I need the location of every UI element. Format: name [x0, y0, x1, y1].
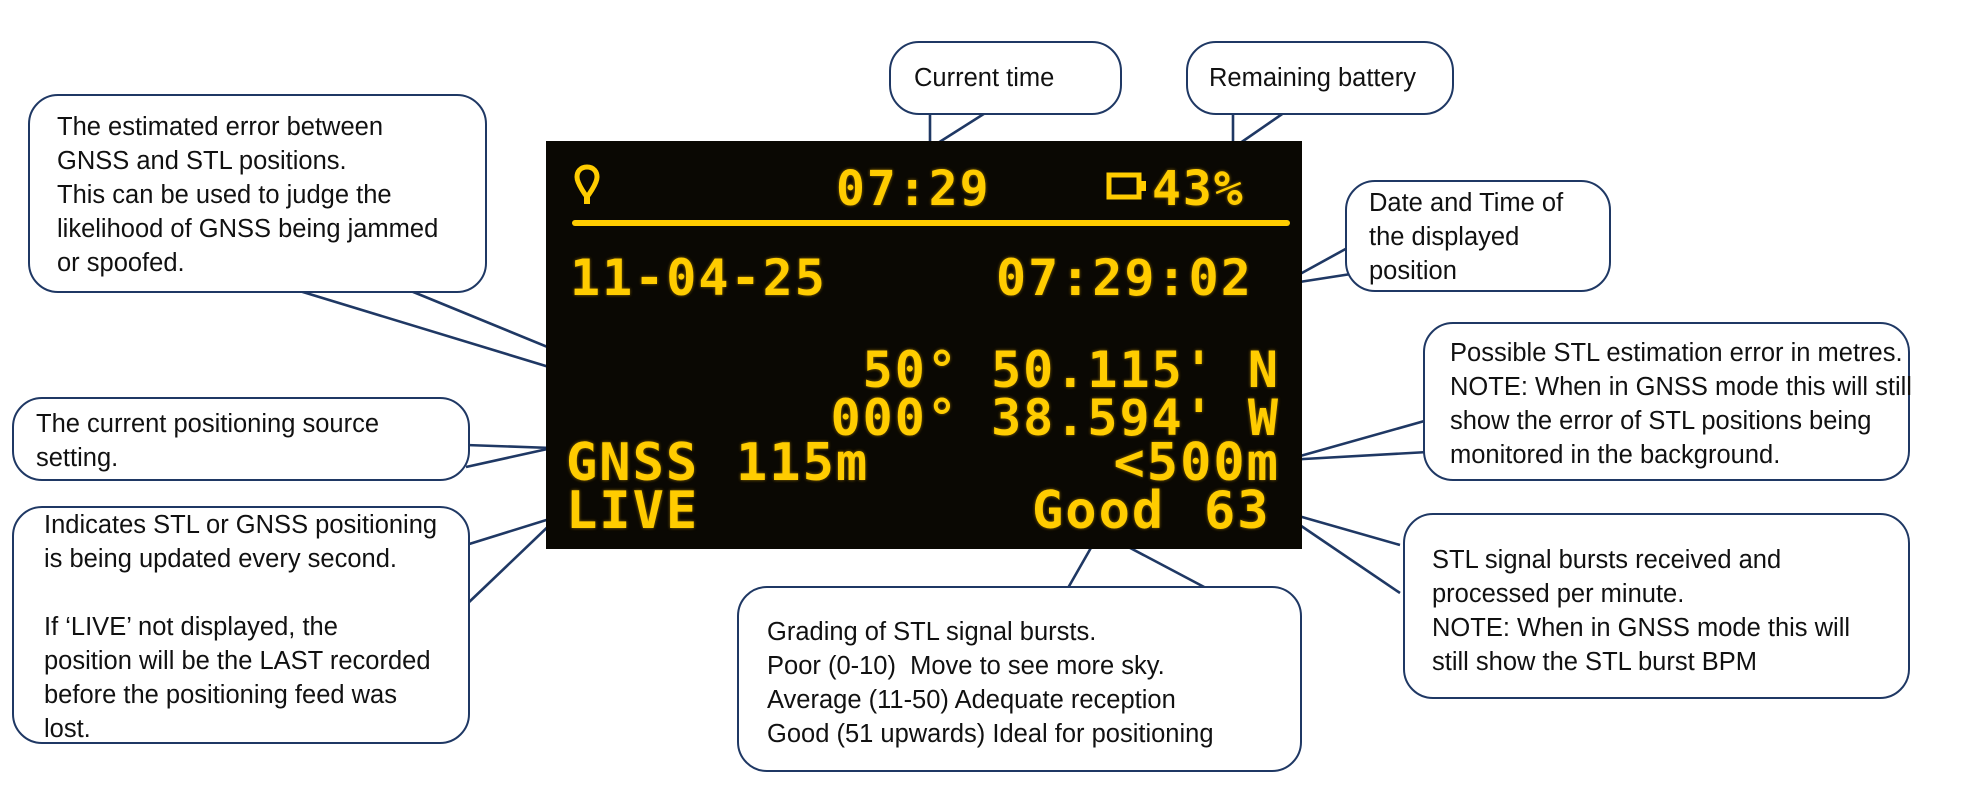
callout-line: STL signal bursts received and: [1432, 546, 1782, 574]
callout-grading: Grading of STL signal bursts. Poor (0-10…: [737, 586, 1302, 772]
positioning-source: GNSS: [566, 433, 700, 493]
callout-line: or spoofed.: [57, 249, 185, 277]
callout-current-time: Current time: [889, 41, 1122, 115]
leader-live-lower: [465, 518, 557, 606]
callout-line: NOTE: When in GNSS mode this will still: [1450, 373, 1912, 401]
leader-bursts-lower: [1287, 515, 1401, 595]
callout-date-time: Date and Time of the displayed position: [1345, 180, 1611, 292]
callout-line: Current time: [914, 64, 1055, 92]
callout-line: NOTE: When in GNSS mode this will: [1432, 614, 1851, 642]
battery-icon: [1106, 172, 1146, 200]
callout-line: Indicates STL or GNSS positioning: [44, 511, 438, 539]
callout-line: show the error of STL positions being: [1450, 407, 1872, 435]
callout-line: position will be the LAST recorded: [44, 647, 431, 675]
leader-stl-error: [1284, 418, 1429, 462]
callout-line: processed per minute.: [1432, 580, 1685, 608]
callout-line: GNSS and STL positions.: [57, 147, 347, 175]
signal-grade: Good: [1032, 481, 1166, 541]
device-display-screen: 07:29 43% 11-04-25 07:29:02 50° 50.115' …: [546, 141, 1302, 549]
position-time: 07:29:02: [996, 249, 1253, 307]
callout-line: before the positioning feed was: [44, 681, 397, 709]
callout-line: Remaining battery: [1209, 64, 1416, 92]
callout-line: setting.: [36, 444, 119, 472]
callout-line: This can be used to judge the: [57, 181, 392, 209]
callout-line: If ‘LIVE’ not displayed, the: [44, 613, 338, 641]
stl-error-estimate: <500m: [1113, 433, 1280, 493]
callout-line: The current positioning source: [36, 410, 380, 438]
callout-line: Average (11-50) Adequate reception: [767, 686, 1176, 714]
header-divider: [572, 220, 1290, 226]
callout-line: monitored in the background.: [1450, 441, 1781, 469]
callout-remaining-battery: Remaining battery: [1186, 41, 1454, 115]
callout-line: Good (51 upwards) Ideal for positioning: [767, 720, 1214, 748]
callout-line: Possible STL estimation error in metres.: [1450, 339, 1903, 367]
callout-line: is being updated every second.: [44, 545, 397, 573]
latitude-readout: 50° 50.115' N: [862, 341, 1280, 399]
leader-live-upper: [465, 515, 557, 547]
longitude-readout: 000° 38.594' W: [830, 389, 1280, 447]
live-indicator: LIVE: [566, 481, 700, 541]
gnss-stl-error-value: 115m: [736, 433, 870, 493]
callout-line: Date and Time of: [1369, 189, 1564, 217]
position-date: 11-04-25: [570, 249, 827, 307]
callout-line: still show the STL burst BPM: [1432, 648, 1758, 676]
clock-readout: 07:29: [836, 161, 991, 217]
map-pin-icon: [574, 164, 600, 204]
callout-bursts: STL signal bursts received and processed…: [1403, 513, 1910, 699]
battery-percentage: 43%: [1152, 161, 1245, 217]
leader-positioning-source: [465, 443, 554, 469]
callout-stl-error: Possible STL estimation error in metres.…: [1423, 322, 1912, 481]
callout-line: Poor (0-10) Move to see more sky.: [767, 652, 1165, 680]
callout-line: lost.: [44, 715, 91, 743]
callout-live: Indicates STL or GNSS positioning is bei…: [12, 506, 470, 744]
callout-estimated-error: The estimated error between GNSS and STL…: [28, 94, 487, 293]
callout-positioning-source: The current positioning source setting.: [12, 397, 470, 481]
callout-line: Grading of STL signal bursts.: [767, 618, 1097, 646]
callout-line: the displayed: [1369, 223, 1520, 251]
callout-line: likelihood of GNSS being jammed: [57, 215, 439, 243]
callout-line: The estimated error between: [57, 113, 383, 141]
leader-bursts-upper: [1287, 511, 1401, 547]
bursts-per-minute: 63: [1204, 481, 1271, 541]
callout-line: position: [1369, 257, 1457, 285]
paragraph-gap: [44, 576, 448, 610]
